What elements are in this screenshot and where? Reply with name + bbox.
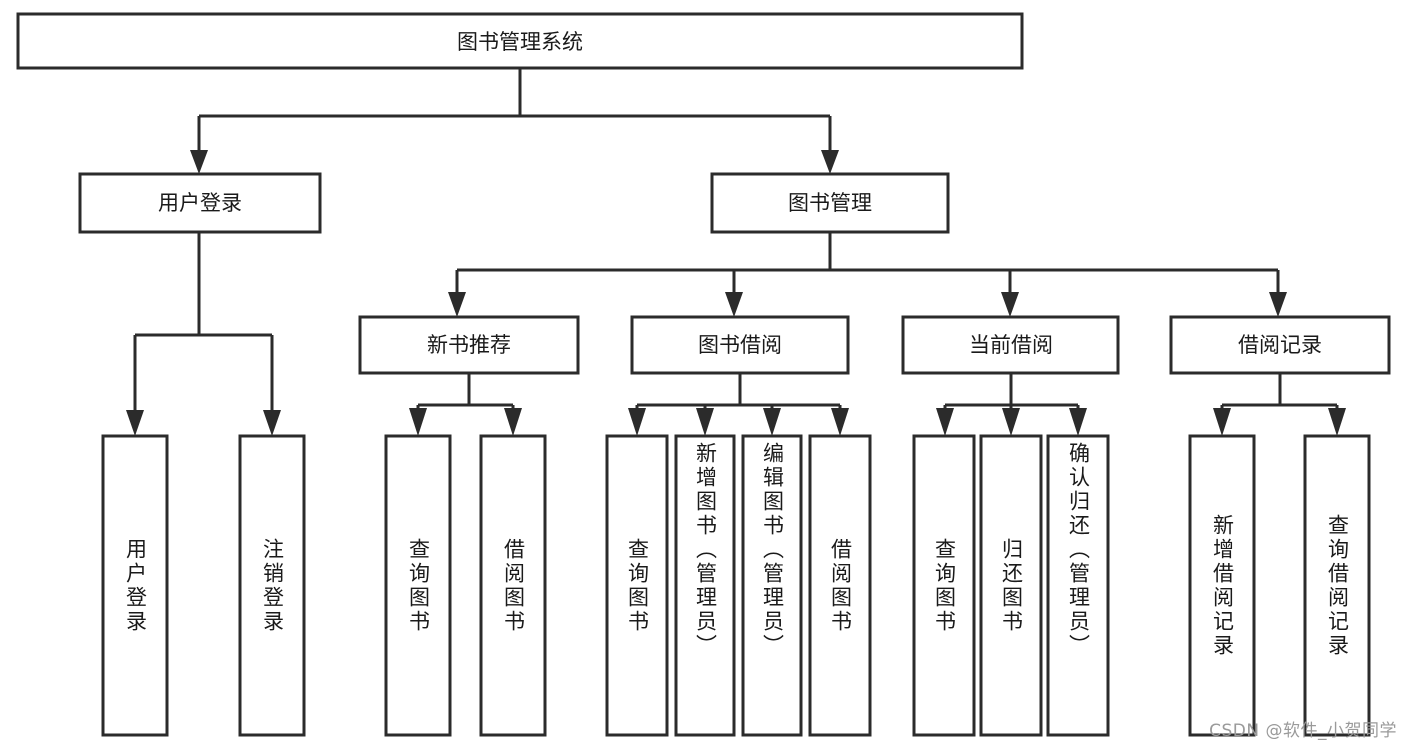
connector-group-borrow-record (1213, 373, 1346, 436)
arrow-head-book-borrow-leaf-3 (763, 408, 781, 436)
arrow-head-to-book-mgmt (821, 150, 839, 174)
leaf-rect-confirm-return-admin[interactable] (1046, 434, 1110, 737)
arrow-head-book-borrow-leaf-1 (628, 408, 646, 436)
leaf-rect-user-login[interactable] (101, 434, 169, 737)
node-book-borrow[interactable]: 图书借阅 (630, 315, 850, 375)
node-borrow-record-label: 借阅记录 (1238, 333, 1322, 357)
leaf-rect-return-book[interactable] (979, 434, 1043, 737)
leaf-rect-query-borrow-record[interactable] (1303, 434, 1371, 737)
arrow-head-user-login-leaf-1 (126, 410, 144, 436)
leaf-rect-edit-book-admin[interactable] (741, 434, 803, 737)
node-root-rect (16, 12, 1024, 70)
leaf-rect-borrow-book[interactable] (808, 434, 872, 737)
leaf-rect-query-book-borrow[interactable] (605, 434, 669, 737)
node-book-management[interactable]: 图书管理 (710, 172, 950, 234)
leaf-rect-add-book-admin[interactable] (674, 434, 736, 737)
node-current-borrow[interactable]: 当前借阅 (901, 315, 1120, 375)
leaf-box-group (101, 434, 1371, 737)
connector-group-user-login (126, 232, 281, 436)
node-current-borrow-label: 当前借阅 (969, 333, 1053, 357)
connector-group-current-borrow (936, 373, 1087, 436)
leaf-rect-borrow-book-rec[interactable] (479, 434, 547, 737)
node-user-login-label: 用户登录 (158, 191, 242, 215)
arrow-head-to-current-borrow (1001, 292, 1019, 317)
node-book-management-label: 图书管理 (788, 191, 872, 215)
arrow-head-to-new-book-rec (448, 292, 466, 317)
node-borrow-record-rect (1169, 315, 1391, 375)
arrow-head-current-borrow-leaf-1 (936, 408, 954, 436)
arrow-head-new-book-rec-leaf-1 (409, 408, 427, 436)
connector-group-book-borrow (628, 373, 849, 436)
node-new-book-recommend-rect (358, 315, 580, 375)
leaf-rect-query-book-rec[interactable] (384, 434, 452, 737)
node-new-book-recommend-label: 新书推荐 (427, 333, 511, 357)
connector-group-new-book-rec (409, 373, 522, 436)
csdn-watermark: CSDN @软件_小贺同学 (1209, 721, 1397, 741)
leaf-rect-query-book-current[interactable] (912, 434, 976, 737)
arrow-head-new-book-rec-leaf-2 (504, 408, 522, 436)
connector-group-book-mgmt (448, 232, 1287, 317)
node-new-book-recommend[interactable]: 新书推荐 (358, 315, 580, 375)
node-book-borrow-label: 图书借阅 (698, 333, 782, 357)
leaf-rect-add-borrow-record[interactable] (1188, 434, 1256, 737)
node-user-login-rect (78, 172, 322, 234)
node-borrow-record[interactable]: 借阅记录 (1169, 315, 1391, 375)
arrow-head-current-borrow-leaf-3 (1069, 408, 1087, 436)
arrow-head-user-login-leaf-2 (263, 410, 281, 436)
connector-group-root (190, 68, 839, 174)
arrow-head-book-borrow-leaf-2 (696, 408, 714, 436)
node-current-borrow-rect (901, 315, 1120, 375)
arrow-head-to-user-login (190, 150, 208, 174)
arrow-head-borrow-record-leaf-2 (1328, 408, 1346, 436)
arrow-head-current-borrow-leaf-2 (1002, 408, 1020, 436)
node-root[interactable]: 图书管理系统 (16, 12, 1024, 70)
arrow-head-to-borrow-record (1269, 292, 1287, 317)
node-book-borrow-rect (630, 315, 850, 375)
arrow-head-to-book-borrow (725, 292, 743, 317)
node-user-login[interactable]: 用户登录 (78, 172, 322, 234)
node-root-label: 图书管理系统 (457, 30, 583, 54)
leaf-rect-logout[interactable] (238, 434, 306, 737)
node-book-management-rect (710, 172, 950, 234)
arrow-head-borrow-record-leaf-1 (1213, 408, 1231, 436)
arrow-head-book-borrow-leaf-4 (831, 408, 849, 436)
